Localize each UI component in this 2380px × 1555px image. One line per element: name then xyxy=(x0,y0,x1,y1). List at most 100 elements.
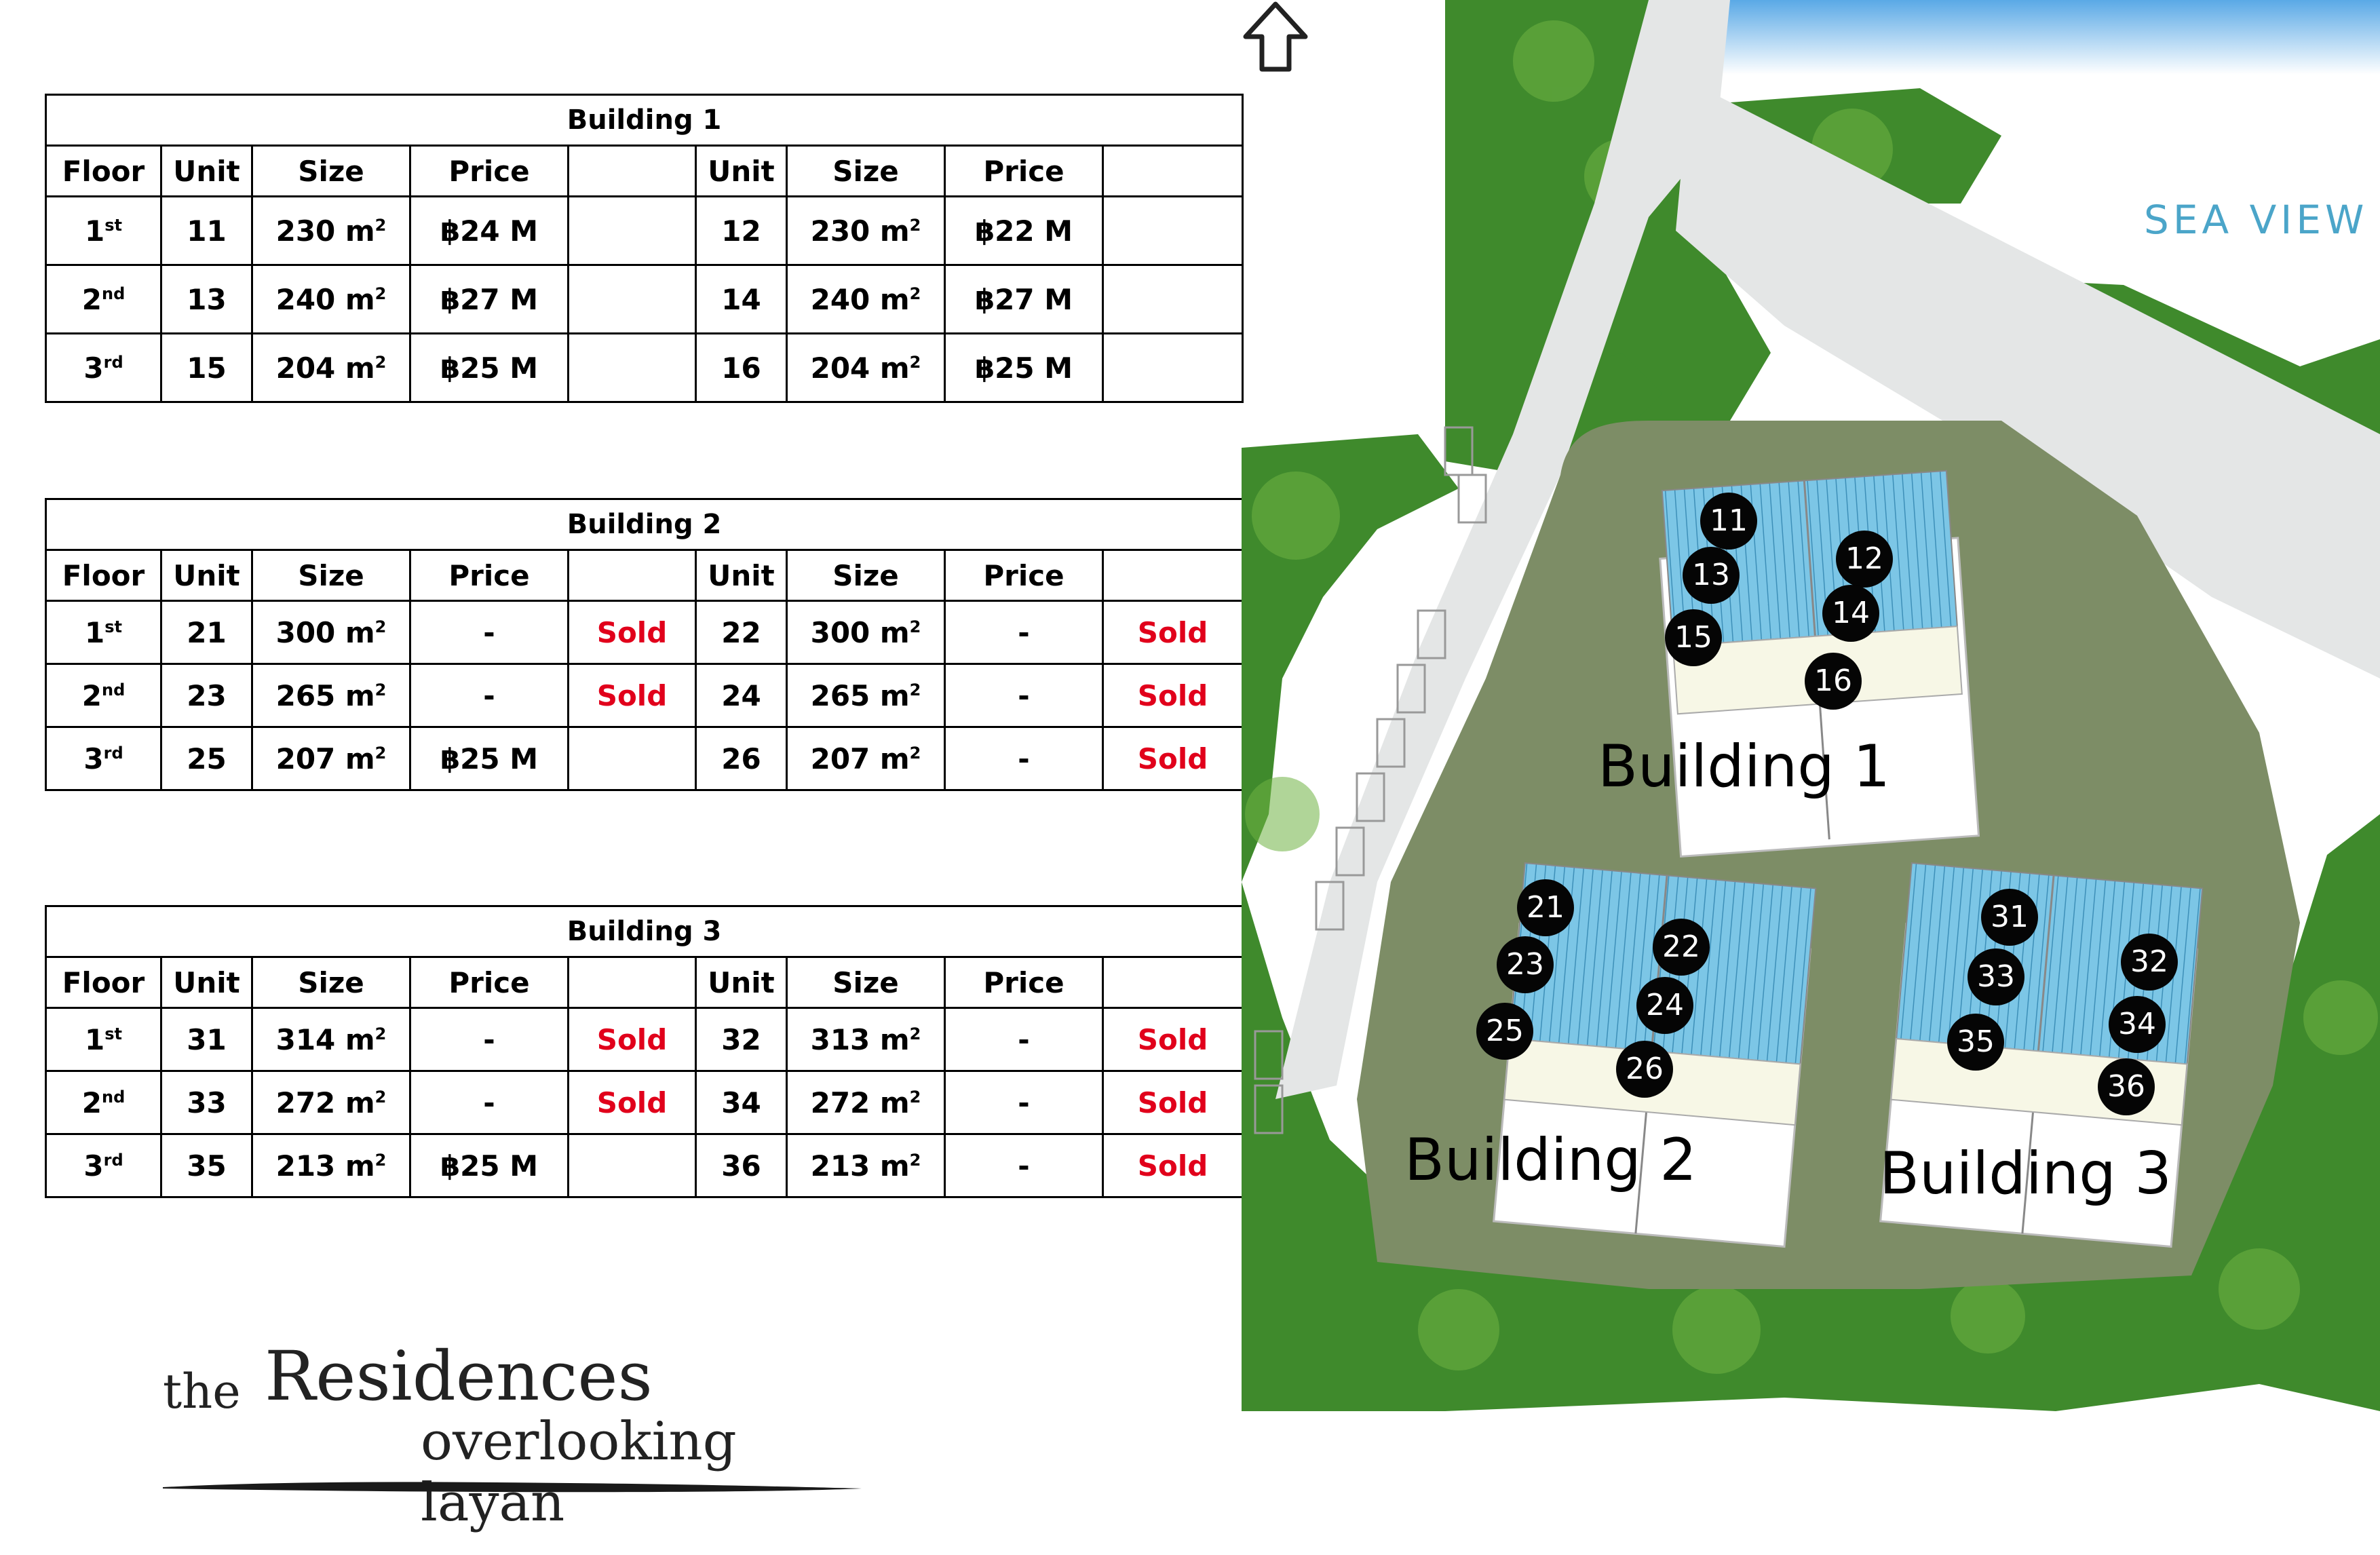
area-unit: m xyxy=(345,1149,375,1183)
unit-marker-25[interactable]: 25 xyxy=(1476,1003,1533,1060)
unit-marker-33[interactable]: 33 xyxy=(1968,948,2024,1005)
area-unit-exponent: 2 xyxy=(375,617,387,636)
building-2-label: Building 2 xyxy=(1404,1126,1697,1194)
unit-price: - xyxy=(944,726,1104,791)
unit-status xyxy=(567,726,697,791)
floor-cell: 3rd xyxy=(45,332,162,403)
floor-cell: 1st xyxy=(45,600,162,665)
price-table-building-1: Building 1 Floor Unit Size Price Unit Si… xyxy=(44,94,1244,403)
header-price: Price xyxy=(409,549,569,602)
area-unit-exponent: 2 xyxy=(909,743,921,763)
unit-size-value: 213 xyxy=(275,1149,336,1183)
unit-size: 265 m2 xyxy=(786,663,946,728)
unit-marker-12[interactable]: 12 xyxy=(1836,531,1893,588)
unit-number: 12 xyxy=(695,195,788,266)
unit-marker-16[interactable]: 16 xyxy=(1805,653,1862,710)
area-unit-exponent: 2 xyxy=(909,215,921,235)
unit-price: - xyxy=(409,1007,569,1072)
header-price: Price xyxy=(409,956,569,1009)
area-unit-exponent: 2 xyxy=(909,617,921,636)
unit-marker-32[interactable]: 32 xyxy=(2121,934,2178,991)
area-unit: m xyxy=(879,1022,910,1056)
building-title-text: Building 3 xyxy=(567,916,722,947)
unit-status: Sold xyxy=(1101,1007,1244,1072)
unit-status: Sold xyxy=(1101,663,1244,728)
unit-status: Sold xyxy=(1101,600,1244,665)
unit-marker-34[interactable]: 34 xyxy=(2109,996,2166,1053)
area-unit: m xyxy=(345,282,375,316)
floor-suffix: nd xyxy=(101,1087,126,1107)
unit-marker-23[interactable]: 23 xyxy=(1497,936,1554,993)
unit-marker-11[interactable]: 11 xyxy=(1700,493,1757,550)
floor-number: 2 xyxy=(81,282,102,316)
residences-logo: the Residences overlooking layan xyxy=(163,1337,862,1533)
floor-number: 2 xyxy=(81,1086,102,1119)
unit-status: Sold xyxy=(567,600,697,665)
area-unit: m xyxy=(879,678,910,712)
site-plan: SEA VIEW Building 1 Building 2 Building … xyxy=(1242,0,2380,1555)
area-unit: m xyxy=(879,1149,910,1183)
unit-status xyxy=(1101,332,1244,403)
unit-price: - xyxy=(944,1070,1104,1135)
area-unit: m xyxy=(879,1086,910,1119)
area-unit-exponent: 2 xyxy=(375,284,387,303)
unit-marker-22[interactable]: 22 xyxy=(1653,919,1710,976)
header-unit: Unit xyxy=(160,956,253,1009)
unit-status xyxy=(567,1133,697,1198)
unit-status: Sold xyxy=(1101,1133,1244,1198)
area-unit: m xyxy=(345,1086,375,1119)
area-unit: m xyxy=(879,282,910,316)
unit-marker-36[interactable]: 36 xyxy=(2098,1058,2155,1115)
unit-status xyxy=(1101,195,1244,266)
unit-price: - xyxy=(944,600,1104,665)
floor-number: 2 xyxy=(81,678,102,712)
unit-number: 26 xyxy=(695,726,788,791)
building-title-text: Building 1 xyxy=(567,104,722,136)
unit-marker-21[interactable]: 21 xyxy=(1517,879,1574,936)
floor-suffix: st xyxy=(104,617,122,636)
logo-the: the xyxy=(163,1364,241,1419)
unit-size: 240 m2 xyxy=(251,264,411,334)
unit-marker-13[interactable]: 13 xyxy=(1683,547,1740,604)
price-table-building-3: Building 3 Floor Unit Size Price Unit Si… xyxy=(44,905,1244,1198)
header-size: Size xyxy=(251,549,411,602)
unit-status xyxy=(567,332,697,403)
unit-marker-31[interactable]: 31 xyxy=(1981,889,2038,946)
unit-marker-24[interactable]: 24 xyxy=(1636,977,1693,1034)
logo-residences: Residences xyxy=(265,1337,653,1416)
unit-size: 300 m2 xyxy=(251,600,411,665)
unit-status xyxy=(567,195,697,266)
unit-marker-26[interactable]: 26 xyxy=(1616,1041,1673,1098)
header-status xyxy=(567,145,697,197)
header-price: Price xyxy=(944,956,1104,1009)
unit-marker-35[interactable]: 35 xyxy=(1947,1014,2004,1071)
unit-size: 230 m2 xyxy=(251,195,411,266)
area-unit-exponent: 2 xyxy=(375,743,387,763)
unit-number: 32 xyxy=(695,1007,788,1072)
floor-suffix: rd xyxy=(103,743,123,763)
header-size: Size xyxy=(251,145,411,197)
header-status xyxy=(567,549,697,602)
unit-status: Sold xyxy=(567,1070,697,1135)
header-floor: Floor xyxy=(45,956,162,1009)
area-unit: m xyxy=(345,678,375,712)
floor-suffix: nd xyxy=(101,680,126,699)
building-3-label: Building 3 xyxy=(1879,1140,2172,1208)
unit-price: ฿22 M xyxy=(944,195,1104,266)
area-unit: m xyxy=(879,351,910,385)
floor-cell: 2nd xyxy=(45,1070,162,1135)
area-unit: m xyxy=(345,742,375,775)
floor-cell: 1st xyxy=(45,1007,162,1072)
unit-status xyxy=(567,264,697,334)
unit-number: 21 xyxy=(160,600,253,665)
unit-number: 35 xyxy=(160,1133,253,1198)
unit-marker-14[interactable]: 14 xyxy=(1822,585,1879,642)
unit-marker-15[interactable]: 15 xyxy=(1665,609,1722,666)
area-unit-exponent: 2 xyxy=(909,1150,921,1170)
unit-number: 16 xyxy=(695,332,788,403)
header-unit: Unit xyxy=(695,956,788,1009)
area-unit: m xyxy=(879,742,910,775)
